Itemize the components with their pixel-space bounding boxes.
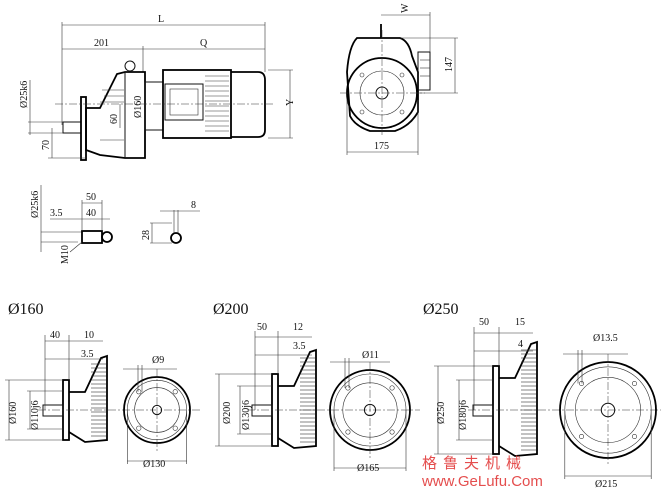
flange-pcd: Ø130	[143, 459, 165, 470]
bolt-hole	[345, 385, 351, 391]
shaft-dim-3-5: 3.5	[50, 208, 63, 219]
dim-160: Ø160	[133, 96, 144, 118]
dim-175: 175	[374, 141, 389, 152]
flange-outer: Ø160	[8, 402, 19, 424]
flange-spigot: Ø110j6	[30, 400, 41, 430]
flange-dim-1: 50	[479, 317, 489, 328]
bolt-hole	[579, 433, 585, 439]
shaft-dim-50: 50	[86, 192, 96, 203]
bolt-hole	[631, 433, 637, 439]
bolt-hole	[389, 385, 395, 391]
flange-dim-3: 3.5	[293, 341, 306, 352]
dim-W: W	[400, 3, 411, 13]
gear-housing	[68, 354, 108, 443]
flange-250: Ø250 50 15 4 Ø13.5 Ø215 Ø250 Ø180j6	[423, 301, 618, 490]
bolt-hole	[631, 381, 637, 387]
flange-geometry	[5, 327, 661, 479]
flange-dim-2: 15	[515, 317, 525, 328]
bolt-hole	[345, 429, 351, 435]
end-view: W 147 175	[340, 3, 458, 155]
shaft-detail: Ø25k6 50 40 3.5 M10 8 28	[30, 185, 200, 264]
main-side-view: L 201 Q Y Ø25k6 70 60 Ø160	[19, 14, 296, 161]
shaft-dim-thread: M10	[60, 245, 71, 264]
bolt-hole	[136, 425, 142, 431]
flange-hole: Ø9	[152, 355, 164, 366]
flange-200: Ø200 50 12 3.5 Ø11 Ø165 Ø200 Ø130j6	[213, 301, 379, 474]
dim-Y: Y	[285, 99, 296, 106]
bolt-hole	[172, 425, 178, 431]
gear-housing	[498, 340, 538, 457]
gear-housing	[277, 348, 317, 449]
dim-201: 201	[94, 38, 109, 49]
shaft-dim-40: 40	[86, 208, 96, 219]
dim-70: 70	[41, 140, 52, 150]
shaft-dim-28: 28	[141, 230, 152, 240]
dim-shaft-diameter: Ø25k6	[19, 81, 30, 108]
flange-dim-2: 10	[84, 330, 94, 341]
flange-title: Ø250	[423, 301, 459, 318]
flange-hole: Ø11	[362, 350, 379, 361]
output-shaft	[251, 404, 273, 417]
flange-outer: Ø200	[222, 402, 233, 424]
flange-1-drawing	[215, 331, 420, 471]
flange-2-drawing	[434, 327, 661, 479]
dim-Q: Q	[200, 38, 208, 49]
flange-outer: Ø250	[436, 402, 447, 424]
flange-0-drawing	[5, 335, 200, 464]
shaft-dim-diameter: Ø25k6	[30, 191, 41, 218]
bolt-hole	[579, 381, 585, 387]
flange-dim-1: 40	[50, 330, 60, 341]
flange-dim-3: 3.5	[81, 349, 94, 360]
watermark: 格鲁夫机械 www.GeLufu.Com	[421, 454, 543, 490]
bolt-hole	[172, 389, 178, 395]
output-shaft	[472, 404, 494, 417]
flange-pcd: Ø165	[357, 463, 379, 474]
bolt-hole	[389, 429, 395, 435]
shaft-dim-8: 8	[191, 200, 196, 211]
watermark-url: www.GeLufu.Com	[421, 473, 543, 490]
output-shaft	[42, 404, 64, 417]
watermark-cn: 格鲁夫机械	[422, 454, 527, 472]
flange-pcd: Ø215	[595, 479, 617, 490]
dim-60: 60	[109, 114, 120, 124]
flange-dim-1: 50	[257, 322, 267, 333]
flange-title: Ø160	[8, 301, 44, 318]
dim-L: L	[158, 14, 164, 25]
flange-dim-2: 12	[293, 322, 303, 333]
flange-spigot: Ø130j6	[241, 400, 252, 430]
flange-160: Ø160 40 10 3.5 Ø9 Ø130 Ø160 Ø110j6	[8, 301, 165, 470]
dim-147: 147	[444, 57, 455, 72]
flange-dim-3: 4	[518, 339, 523, 350]
flange-title: Ø200	[213, 301, 249, 318]
flange-spigot: Ø180j6	[458, 400, 469, 430]
bolt-hole	[136, 389, 142, 395]
flange-hole: Ø13.5	[593, 333, 618, 344]
